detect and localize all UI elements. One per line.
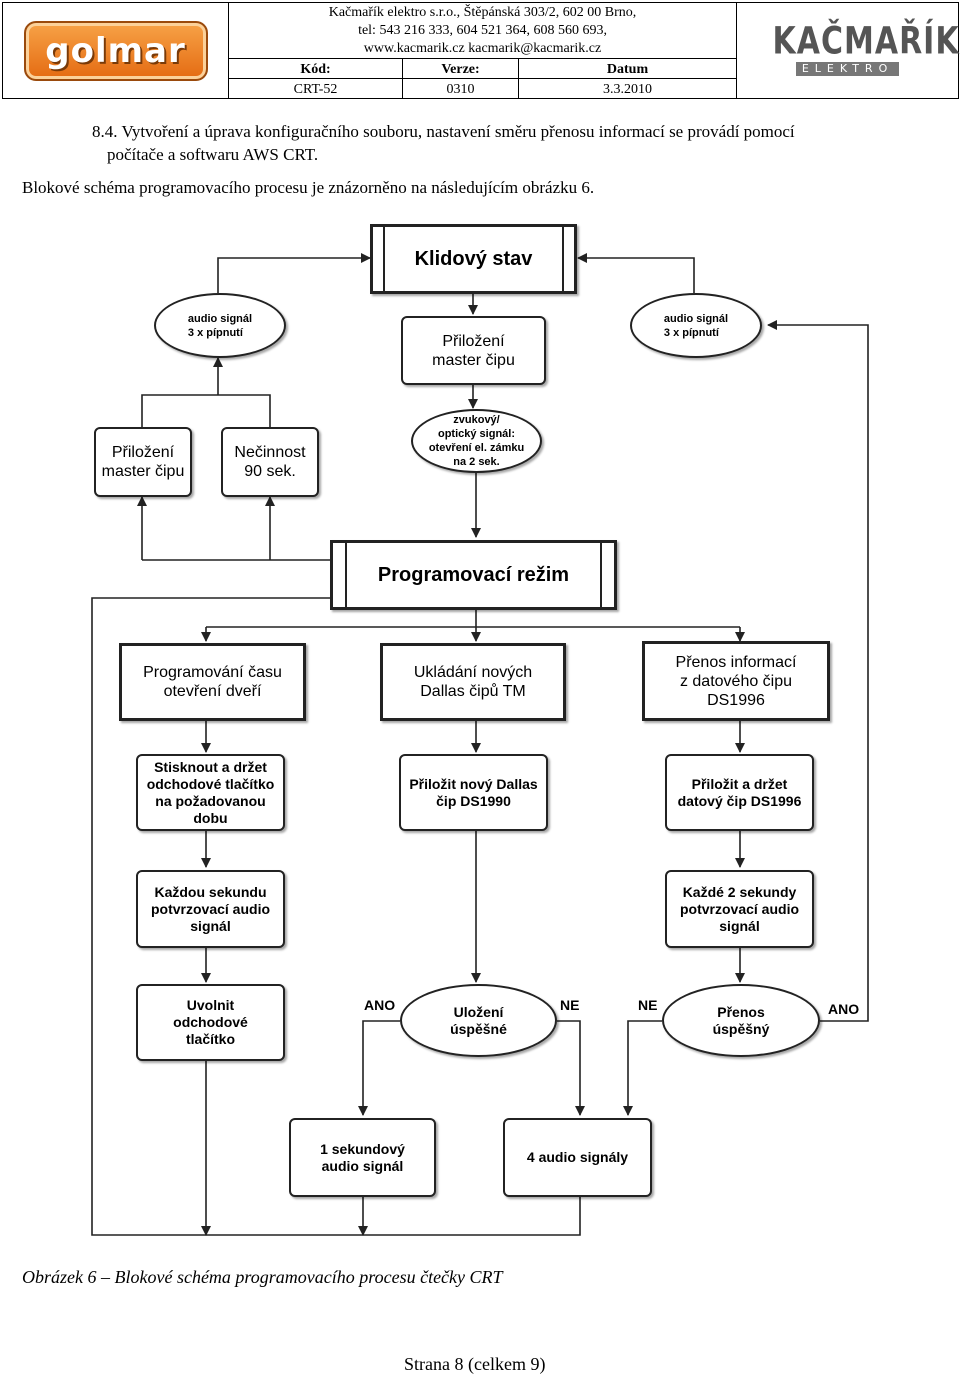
ano-right-label: ANO: [828, 1001, 860, 1017]
golmar-logo-cell: golmar: [2, 2, 229, 99]
kacmarik-logo: KAČMAŘÍK ELEKTRO: [772, 19, 960, 76]
prilozit-drzet-box: Přiložit a držet datový čip DS1996: [665, 754, 814, 831]
programovani-casu-box: Programování času otevření dveří: [119, 643, 306, 721]
audio-signaly-box: 4 audio signály: [503, 1118, 652, 1197]
ano-left-label: ANO: [364, 997, 396, 1013]
golmar-logo: golmar: [23, 20, 208, 81]
ulozeni-uspesne-ellipse: Uložení úspěšné: [400, 984, 557, 1057]
prenos-informaci-box: Přenos informací z datového čipu DS1996: [642, 641, 830, 721]
prilozit-dallas-box: Přiložit nový Dallas čip DS1990: [399, 754, 548, 831]
audio-signal-right-ellipse: audio signál 3 x pípnutí: [630, 293, 762, 358]
section-paragraph-line-2: počítače a softwaru AWS CRT.: [107, 145, 319, 164]
prilozeni-master-left-box: Přiložení master čipu: [94, 427, 192, 497]
version-label: Verze:: [441, 61, 480, 77]
code-label: Kód:: [300, 61, 331, 77]
prenos-uspesny-ellipse: Přenos úspěšný: [662, 984, 820, 1057]
flowchart: Klidový stav audio signál 3 x pípnutí au…: [0, 215, 960, 1255]
header-table: golmar Kačmařík elektro s.r.o., Štěpánsk…: [2, 2, 960, 99]
necinnost-box: Nečinnost 90 sek.: [221, 427, 319, 497]
kazde-2-sekundy-box: Každé 2 sekundy potvrzovací audio signál: [665, 870, 814, 948]
page-footer: Strana 8 (celkem 9): [404, 1354, 546, 1374]
ne-left-label: NE: [560, 997, 580, 1013]
ukladani-box: Ukládání nových Dallas čipů TM: [380, 643, 566, 721]
code-value: CRT-52: [293, 81, 338, 97]
kazdou-sekundu-box: Každou sekundu potvrzovací audio signál: [136, 870, 285, 948]
company-line-1: Kačmařík elektro s.r.o., Štěpánská 303/2…: [328, 4, 637, 20]
kacmarik-logo-cell: KAČMAŘÍK ELEKTRO: [736, 2, 960, 99]
date-label: Datum: [606, 61, 649, 77]
prilozeni-master-top-box: Přiložení master čipu: [401, 316, 546, 385]
ne-right-label: NE: [638, 997, 658, 1013]
sekundovy-signal-box: 1 sekundový audio signál: [289, 1118, 436, 1197]
section-paragraph-line-1: 8.4. Vytvoření a úprava konfiguračního s…: [92, 122, 795, 141]
company-line-2: tel: 543 216 333, 604 521 364, 608 560 6…: [358, 22, 607, 38]
date-value: 3.3.2010: [603, 81, 653, 97]
version-value: 0310: [446, 81, 475, 97]
document-header: golmar Kačmařík elektro s.r.o., Štěpánsk…: [2, 2, 960, 99]
intro-paragraph: Blokové schéma programovacího procesu je…: [22, 178, 595, 197]
figure-caption: Obrázek 6 – Blokové schéma programovacíh…: [22, 1267, 503, 1287]
company-line-3: www.kacmarik.cz kacmarik@kacmarik.cz: [363, 40, 602, 56]
company-info: Kačmařík elektro s.r.o., Štěpánská 303/2…: [227, 2, 738, 59]
audio-signal-left-ellipse: audio signál 3 x pípnutí: [154, 293, 286, 358]
stisknout-box: Stisknout a držet odchodové tlačítko na …: [136, 754, 285, 831]
flowchart-connectors: [91, 253, 869, 1236]
uvolnit-box: Uvolnit odchodové tlačítko: [136, 984, 285, 1061]
programovaci-rezim-box: Programovací režim: [330, 540, 617, 610]
zvukovy-signal-ellipse: zvukový/ optický signál: otevření el. zá…: [411, 409, 542, 473]
klidovy-stav-box: Klidový stav: [370, 224, 577, 294]
